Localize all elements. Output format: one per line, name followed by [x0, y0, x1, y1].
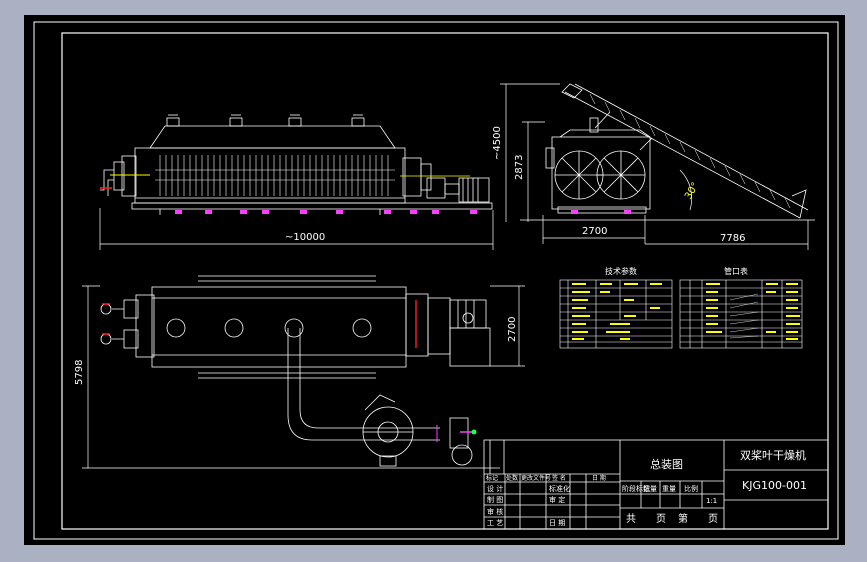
sheet-total-unit: 页	[656, 513, 666, 525]
dim-plan-width-label: 2700	[507, 317, 518, 342]
mid-label-standard: 标准化	[549, 484, 570, 493]
dim-end	[500, 83, 809, 250]
side-elevation	[100, 114, 493, 215]
stage-header-scale: 比例	[684, 484, 698, 493]
dim-plan	[82, 285, 525, 469]
inner-frame	[61, 32, 829, 530]
stage-header-weight: 重量	[662, 485, 676, 493]
tech-params-table	[559, 279, 673, 349]
header-label-sign: 签 名	[552, 474, 566, 482]
tech-table-title: 技术参数	[605, 266, 637, 276]
plan-accents	[102, 300, 477, 442]
conveyor-screw	[589, 93, 791, 209]
tech-params-marks	[572, 283, 662, 340]
stage-header-qty: 数量	[643, 484, 657, 493]
sheet-total-label: 共	[626, 513, 636, 525]
mid-label-date: 日 期	[549, 519, 565, 527]
title-block-grid	[483, 439, 829, 530]
dim-conveyor-angle-label: 30°	[683, 181, 701, 202]
port-table-marks	[706, 283, 800, 340]
mid-label-approve: 审 定	[549, 495, 565, 504]
sheet-no-unit: 页	[708, 513, 718, 525]
end-elevation	[520, 83, 815, 221]
end-accents	[571, 210, 631, 214]
dim-conveyor-reach-label: 7786	[720, 233, 745, 244]
header-label-change-doc: 更改文件号	[521, 474, 551, 482]
header-label-mark: 标记	[486, 474, 498, 482]
dim-end-width-label: 2700	[582, 226, 607, 237]
scale-value: 1:1	[706, 497, 717, 505]
stage-header-mark: 阶段标记	[622, 484, 650, 493]
drawing-name: 总装图	[650, 457, 683, 471]
side-accents	[100, 174, 477, 214]
drawing-number: KJG100-001	[742, 479, 807, 492]
dim-plan-total-label: 5798	[74, 360, 85, 385]
row-label-design: 设 计	[487, 484, 503, 493]
header-label-date: 日 期	[592, 474, 606, 482]
plan-view	[100, 275, 491, 467]
row-label-process: 工 艺	[487, 519, 503, 527]
dim-end-height-label: 2873	[514, 155, 525, 180]
header-label-count: 处数	[506, 474, 518, 482]
port-table-title: 管口表	[724, 266, 748, 276]
row-label-review: 审 核	[487, 507, 503, 516]
sheet-no-label: 第	[678, 512, 688, 525]
machine-name: 双桨叶干燥机	[740, 448, 806, 462]
dim-side-length-label: ~10000	[285, 232, 325, 243]
row-label-draw: 制 图	[487, 495, 503, 504]
paddle-pattern	[155, 155, 395, 196]
port-table	[679, 279, 803, 349]
port-table-lines	[729, 293, 759, 339]
outer-frame	[33, 21, 839, 540]
dim-side-length	[99, 208, 494, 250]
dim-end-height-total-label: ~4500	[492, 126, 503, 160]
